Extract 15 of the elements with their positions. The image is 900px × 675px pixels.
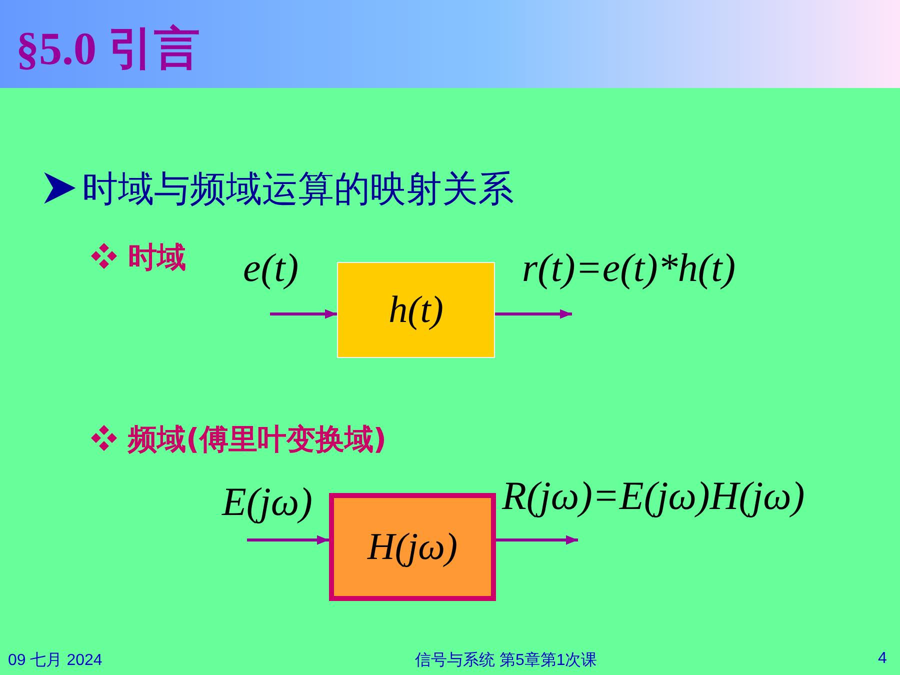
heading-text: 时域与频域运算的映射关系	[82, 168, 514, 212]
page-number: 4	[878, 650, 887, 668]
transfer-function: H(jω)	[367, 525, 458, 569]
transfer-function: h(t)	[388, 288, 444, 332]
system-box	[337, 262, 495, 358]
system-box	[329, 493, 496, 601]
arrow	[247, 535, 329, 545]
section-label: 时域	[128, 239, 186, 276]
arrow	[496, 535, 578, 545]
arrow	[495, 309, 572, 319]
arrow	[270, 309, 337, 319]
slide-title: §5.0 引言	[16, 22, 200, 76]
date-text: 09 七月 2024	[8, 650, 102, 671]
section-label: 频域(傅里叶变换域)	[128, 421, 387, 458]
footer-text: 信号与系统 第5章第1次课	[415, 650, 598, 671]
